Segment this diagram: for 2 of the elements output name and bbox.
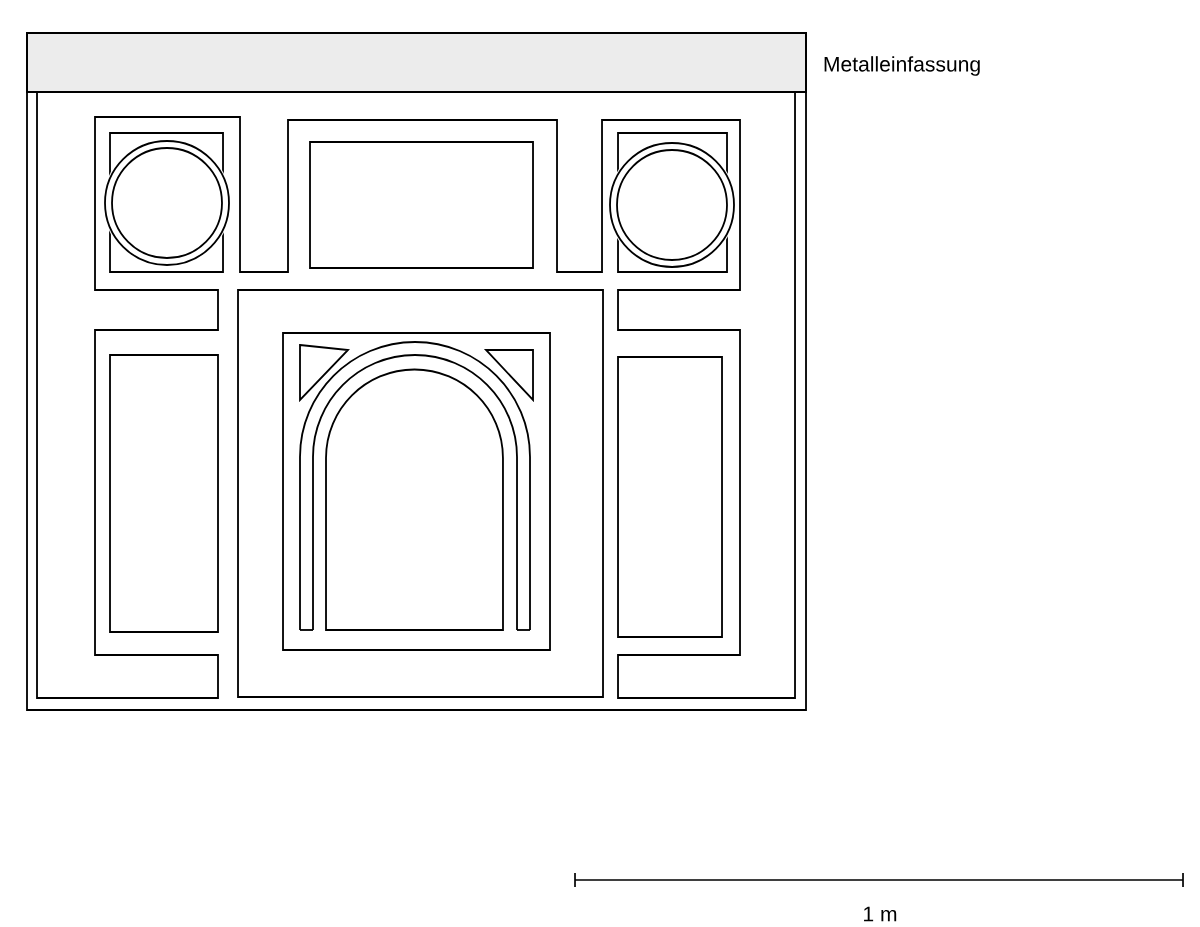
frame-label: Metalleinfassung xyxy=(824,56,980,76)
scale-label: 1 m xyxy=(864,906,897,922)
